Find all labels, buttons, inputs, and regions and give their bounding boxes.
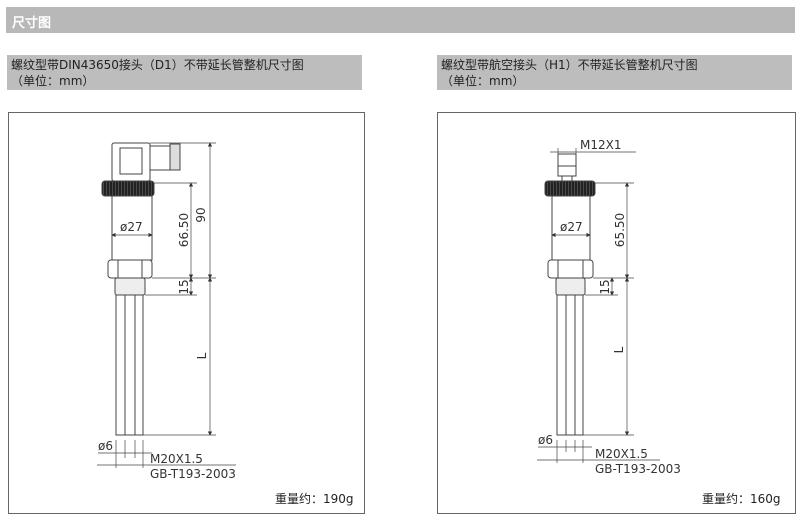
sensor-body: [111, 195, 153, 261]
m12-connector: [557, 153, 577, 177]
dim-tube-diameter: ø6: [538, 433, 553, 447]
left-weight: 重量约：190g: [275, 492, 354, 506]
knurled-nut: [101, 180, 155, 197]
right-caption-unit: （单位：mm）: [441, 74, 525, 88]
dim-body: 65.50: [613, 213, 627, 247]
right-caption-title: 螺纹型带航空接头（H1）不带延长管整机尺寸图: [441, 58, 698, 72]
dim-standard: GB-T193-2003: [595, 462, 681, 476]
hex-nut: [547, 259, 594, 279]
left-sensor-drawing: [97, 142, 236, 468]
thread: [114, 277, 146, 296]
section-title: 尺寸图: [12, 16, 52, 31]
left-caption: 螺纹型带DIN43650接头（D1）不带延长管整机尺寸图 （单位：mm）: [7, 55, 362, 90]
connector-gland: [169, 143, 181, 171]
probe-tube: [115, 294, 144, 436]
hex-nut: [107, 259, 153, 279]
thread: [555, 277, 586, 296]
connector-label: [119, 147, 143, 175]
right-drawing-frame: [437, 112, 796, 514]
left-caption-title: 螺纹型带DIN43650接头（D1）不带延长管整机尺寸图: [11, 58, 304, 72]
section-header: 尺寸图: [6, 7, 795, 33]
probe-tube: [556, 294, 584, 436]
dim-body-diameter: ø27: [560, 220, 583, 234]
connector-plug: [150, 145, 171, 171]
left-drawing-frame: [8, 112, 365, 514]
dim-thread: M20X1.5: [595, 447, 648, 461]
dim-thread-length: 15: [177, 279, 191, 294]
dim-body: 66.50: [177, 213, 191, 247]
right-weight: 重量约：160g: [702, 492, 781, 506]
dim-length: L: [195, 352, 209, 359]
dim-connector: M12X1: [580, 138, 621, 152]
dim-tube-diameter: ø6: [98, 439, 113, 453]
dim-thread-length: 15: [598, 279, 612, 294]
dim-body-diameter: ø27: [120, 220, 143, 234]
left-caption-unit: （单位：mm）: [11, 74, 95, 88]
knurled-nut: [544, 180, 596, 197]
sensor-body: [551, 195, 591, 261]
right-sensor-drawing: [537, 148, 660, 463]
right-caption: 螺纹型带航空接头（H1）不带延长管整机尺寸图 （单位：mm）: [437, 55, 792, 90]
dim-thread: M20X1.5: [150, 452, 203, 466]
dim-standard: GB-T193-2003: [150, 467, 236, 481]
dim-length: L: [612, 346, 626, 353]
dim-total: 90: [194, 207, 208, 222]
